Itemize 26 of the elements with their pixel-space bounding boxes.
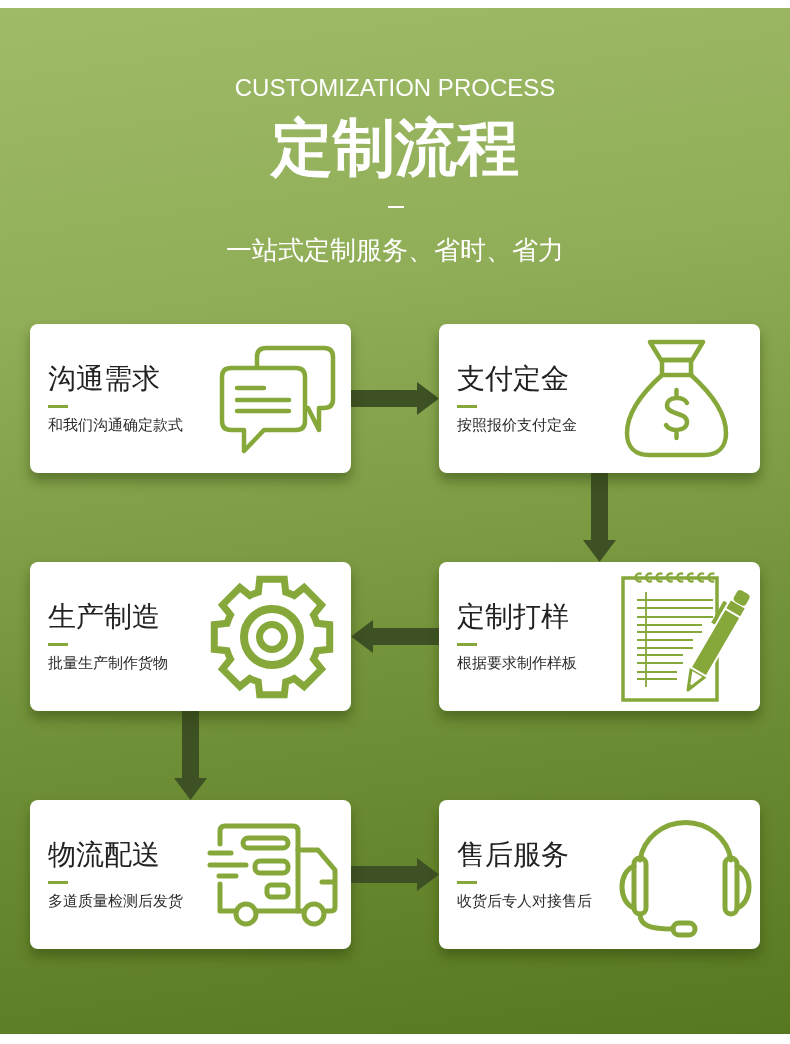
step-card	[30, 800, 351, 949]
subheading: CUSTOMIZATION PROCESS	[234, 73, 556, 103]
step-card	[439, 800, 760, 949]
step-title: 支付定金	[457, 362, 569, 396]
step-title: 定制打样	[457, 600, 569, 634]
step-title: 生产制造	[48, 600, 160, 634]
step-card	[439, 324, 760, 473]
step-title: 物流配送	[48, 838, 160, 872]
step-card	[439, 562, 760, 711]
step-description: 批量生产制作货物	[48, 654, 168, 673]
step-description: 多道质量检测后发货	[48, 892, 183, 911]
step-title: 沟通需求	[48, 362, 160, 396]
arrow	[351, 382, 439, 415]
tagline: 一站式定制服务、省时、省力	[226, 234, 564, 267]
step-card	[30, 324, 351, 473]
arrow	[351, 858, 439, 891]
arrow	[174, 711, 207, 800]
arrow	[583, 473, 616, 562]
step-description: 收货后专人对接售后	[457, 892, 592, 911]
step-description: 和我们沟通确定款式	[48, 416, 183, 435]
step-description: 按照报价支付定金	[457, 416, 577, 435]
step-card	[30, 562, 351, 711]
step-title: 售后服务	[457, 838, 569, 872]
title: 定制流程	[271, 112, 519, 184]
arrow	[351, 620, 439, 653]
step-description: 根据要求制作样板	[457, 654, 577, 673]
